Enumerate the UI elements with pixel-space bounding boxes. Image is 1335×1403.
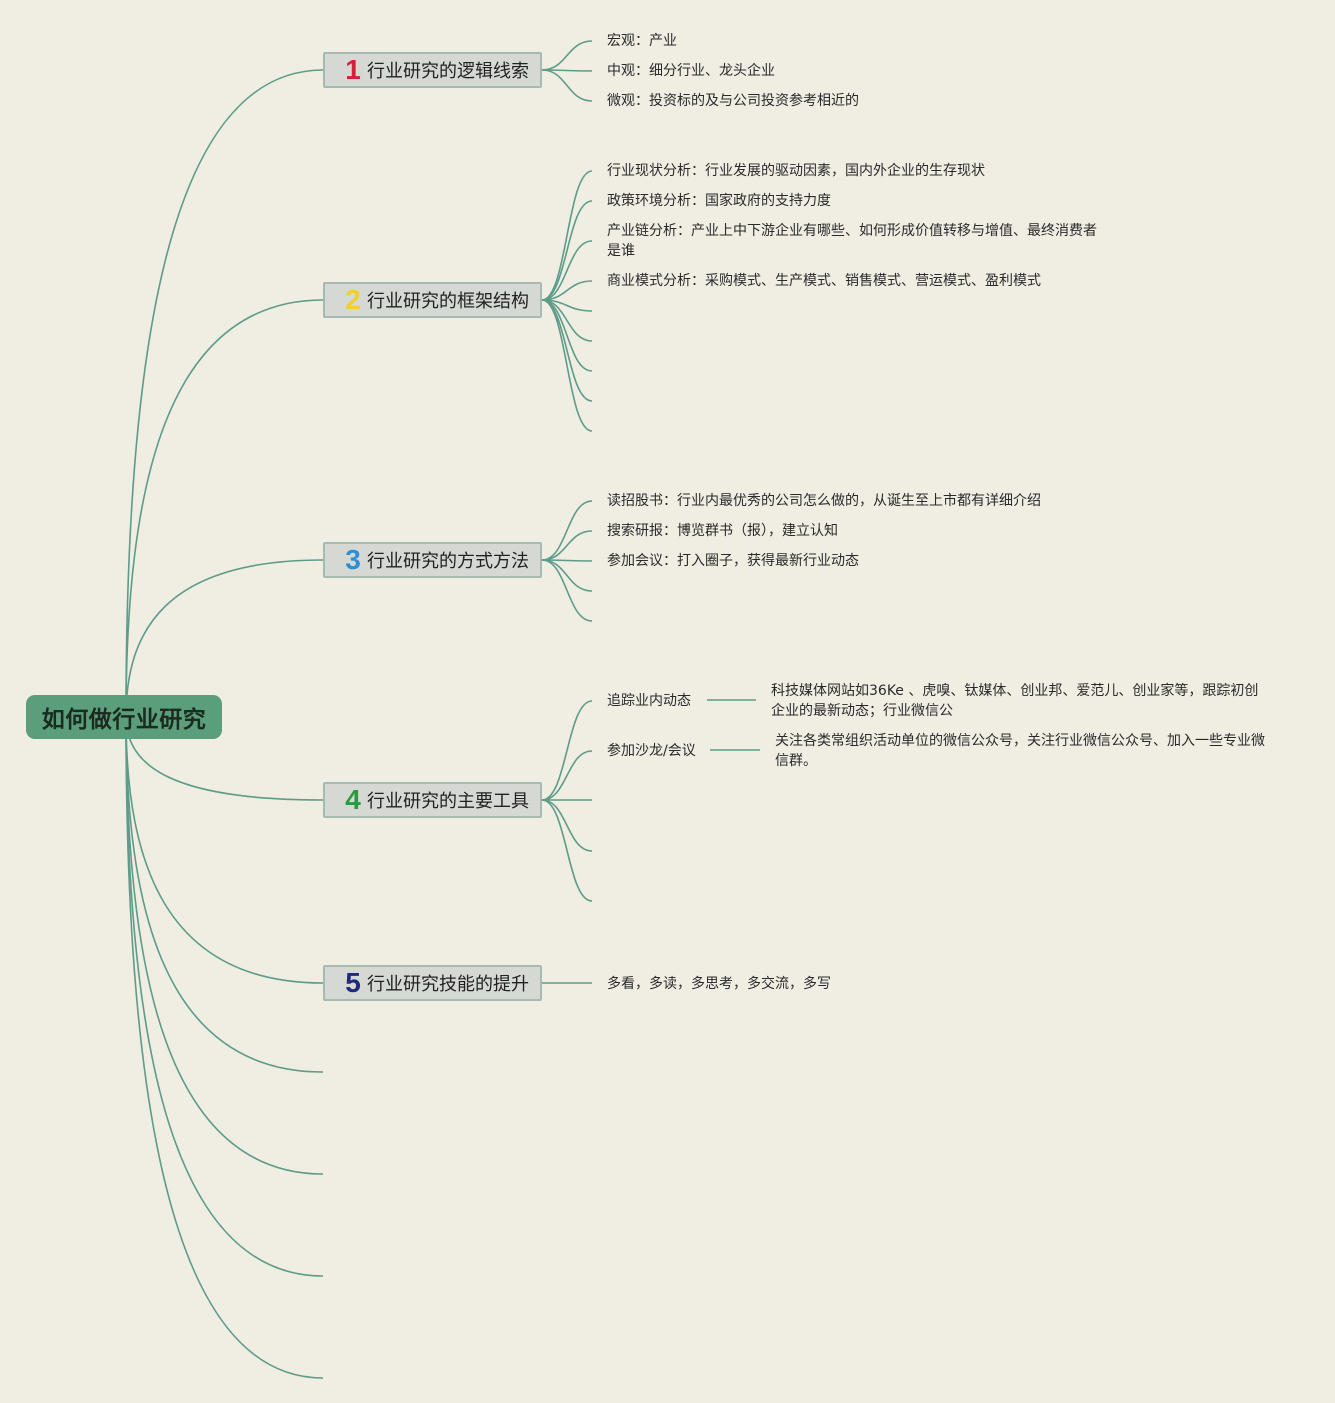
connector-line-10	[541, 40, 593, 71]
connector-line-14	[541, 200, 593, 301]
topic-2-number-icon: 2	[345, 284, 361, 315]
connector-line-20	[541, 299, 593, 402]
topic-3-label: 行业研究的方式方法	[367, 551, 529, 572]
topic-2-label: 行业研究的框架结构	[367, 291, 529, 312]
topic-1-node[interactable]: 1 行业研究的逻辑线索	[323, 52, 542, 88]
topic-5-item-1[interactable]: 多看，多读，多思考，多交流，多写	[607, 976, 831, 992]
topic-1-item-3[interactable]: 微观：投资标的及与公司投资参考相近的	[607, 93, 859, 109]
topic-2-item-4[interactable]: 商业模式分析：采购模式、生产模式、销售模式、营运模式、盈利模式	[607, 273, 1041, 289]
connector-line-15	[541, 240, 593, 301]
connector-line-16	[541, 280, 593, 301]
connector-line-12	[541, 69, 593, 102]
connector-line-27	[541, 700, 593, 801]
connector-line-30	[541, 799, 593, 852]
topic-3-number-icon: 3	[345, 544, 361, 575]
topic-5-number-icon: 5	[345, 967, 361, 998]
root-node[interactable]: 如何做行业研究	[26, 695, 222, 739]
connector-line-13	[541, 170, 593, 301]
connector-line-23	[541, 530, 593, 561]
connector-line-22	[541, 500, 593, 561]
topic-1-label: 行业研究的逻辑线索	[367, 61, 529, 82]
connector-line-8	[125, 716, 324, 1277]
topic-1-item-2[interactable]: 中观：细分行业、龙头企业	[607, 63, 775, 79]
connector-line-21	[541, 299, 593, 432]
topic-1-number-icon: 1	[345, 54, 361, 85]
connector-line-9	[125, 716, 324, 1379]
connector-line-26	[541, 559, 593, 622]
connector-line-5	[125, 716, 324, 984]
connector-line-7	[125, 716, 324, 1175]
topic-4-node[interactable]: 4 行业研究的主要工具	[323, 782, 542, 818]
topic-4-number-icon: 4	[345, 784, 361, 815]
topic-3-item-1[interactable]: 读招股书：行业内最优秀的公司怎么做的，从诞生至上市都有详细介绍	[607, 493, 1041, 509]
topic-3-item-3[interactable]: 参加会议：打入圈子，获得最新行业动态	[607, 553, 859, 569]
topic-2-node[interactable]: 2 行业研究的框架结构	[323, 282, 542, 318]
connector-line-3	[125, 559, 324, 718]
connector-line-31	[541, 799, 593, 902]
topic-2-item-1[interactable]: 行业现状分析：行业发展的驱动因素，国内外企业的生存现状	[607, 163, 985, 179]
connector-line-6	[125, 716, 324, 1073]
topic-4-label: 行业研究的主要工具	[367, 791, 529, 812]
topic-4-item-2-detail[interactable]: 关注各类常组织活动单位的微信公众号，关注行业微信公众号、加入一些专业微信群。	[775, 733, 1265, 769]
connector-line-28	[541, 750, 593, 801]
topic-3-item-2[interactable]: 搜索研报：博览群书（报），建立认知	[607, 523, 838, 539]
topic-4-item-2[interactable]: 参加沙龙/会议	[607, 743, 696, 759]
topic-5-label: 行业研究技能的提升	[367, 974, 529, 995]
connector-line-1	[125, 69, 324, 718]
topic-4-item-1-detail[interactable]: 科技媒体网站如36Ke 、虎嗅、钛媒体、创业邦、爱范儿、创业家等，跟踪初创企业的…	[771, 683, 1259, 719]
topic-2-item-3[interactable]: 产业链分析：产业上中下游企业有哪些、如何形成价值转移与增值、最终消费者是谁	[607, 223, 1097, 259]
connector-line-25	[541, 559, 593, 592]
connector-line-2	[125, 299, 324, 718]
topic-2-item-2[interactable]: 政策环境分析：国家政府的支持力度	[607, 193, 831, 209]
topic-3-node[interactable]: 3 行业研究的方式方法	[323, 542, 542, 578]
topic-1-item-1[interactable]: 宏观：产业	[607, 33, 677, 49]
topic-4-item-1[interactable]: 追踪业内动态	[607, 693, 691, 709]
topic-5-node[interactable]: 5 行业研究技能的提升	[323, 965, 542, 1001]
